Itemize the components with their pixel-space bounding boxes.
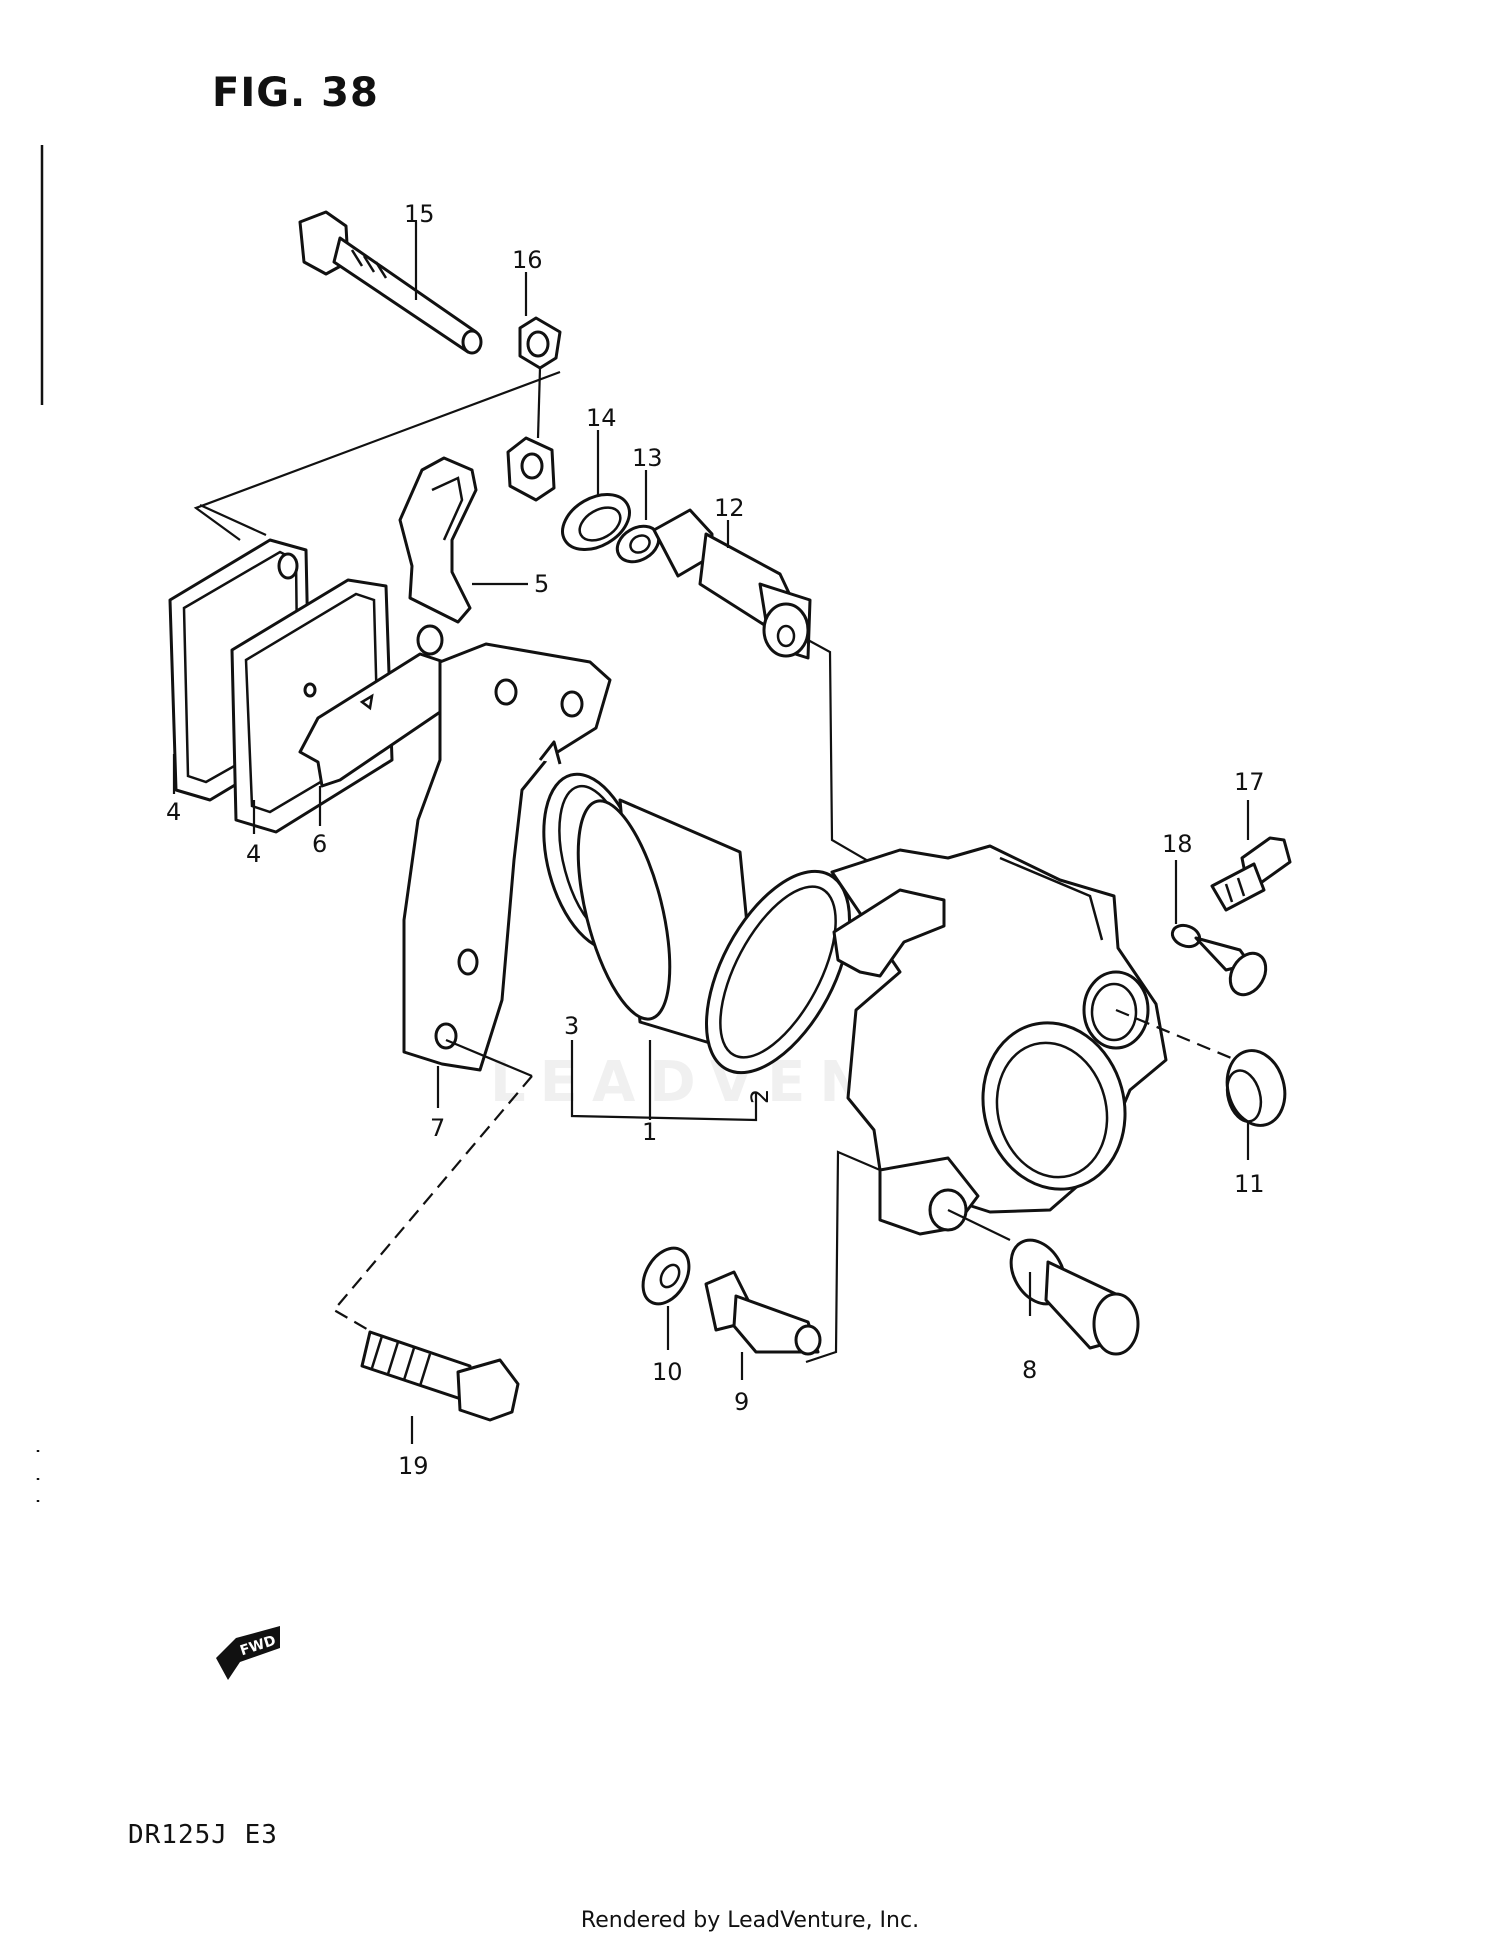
footer-credit: Rendered by LeadVenture, Inc. [580, 1908, 920, 1933]
callout-4-outer: 4 [166, 798, 181, 826]
callout-9: 9 [734, 1388, 749, 1416]
part-12-slide-pin [652, 508, 812, 660]
callout-leaders [172, 222, 1250, 1444]
callout-18: 18 [1162, 830, 1193, 858]
part-16-clip [506, 316, 562, 502]
callout-15: 15 [404, 200, 435, 228]
part-11-cap [1225, 1049, 1287, 1127]
callout-3: 3 [564, 1012, 579, 1040]
callout-1: 1 [642, 1118, 657, 1146]
scan-marks [36, 145, 44, 1502]
part-19-bracket-bolt [360, 1330, 520, 1422]
part-6-pad-shim [298, 652, 452, 788]
part-14-pin-boot [561, 493, 631, 551]
callout-labels: 15 16 14 13 12 5 4 4 6 3 2 1 7 8 9 10 11… [166, 200, 1265, 1480]
callout-14: 14 [586, 404, 617, 432]
model-code: DR125J E3 [128, 1820, 278, 1850]
part-7-caliper-bracket [402, 624, 612, 1072]
callout-2: 2 [746, 1089, 774, 1104]
callout-8: 8 [1022, 1356, 1037, 1384]
part-5-pad-spring [398, 456, 478, 624]
callout-5: 5 [534, 570, 549, 598]
caliper-body [830, 844, 1168, 1236]
callout-7: 7 [430, 1114, 445, 1142]
figure-title: FIG. 38 [212, 70, 379, 116]
part-9-bolt [704, 1270, 822, 1356]
part-17-bleeder-screw [1210, 836, 1292, 912]
callout-11: 11 [1234, 1170, 1265, 1198]
callout-12: 12 [714, 494, 745, 522]
callout-4-inner: 4 [246, 840, 261, 868]
callout-19: 19 [398, 1452, 429, 1480]
callout-17: 17 [1234, 768, 1265, 796]
fwd-arrow-icon: FWD [216, 1626, 280, 1680]
callout-6: 6 [312, 830, 327, 858]
callout-10: 10 [652, 1358, 683, 1386]
part-18-bleeder-cap [1170, 923, 1268, 997]
callout-13: 13 [632, 444, 663, 472]
part-15-pad-pin-bolt [298, 210, 483, 355]
part-8-caliper-bolt [1009, 1238, 1140, 1356]
part-10-washer [641, 1246, 691, 1306]
callout-16: 16 [512, 246, 543, 274]
part-2-dust-seal [705, 869, 851, 1075]
